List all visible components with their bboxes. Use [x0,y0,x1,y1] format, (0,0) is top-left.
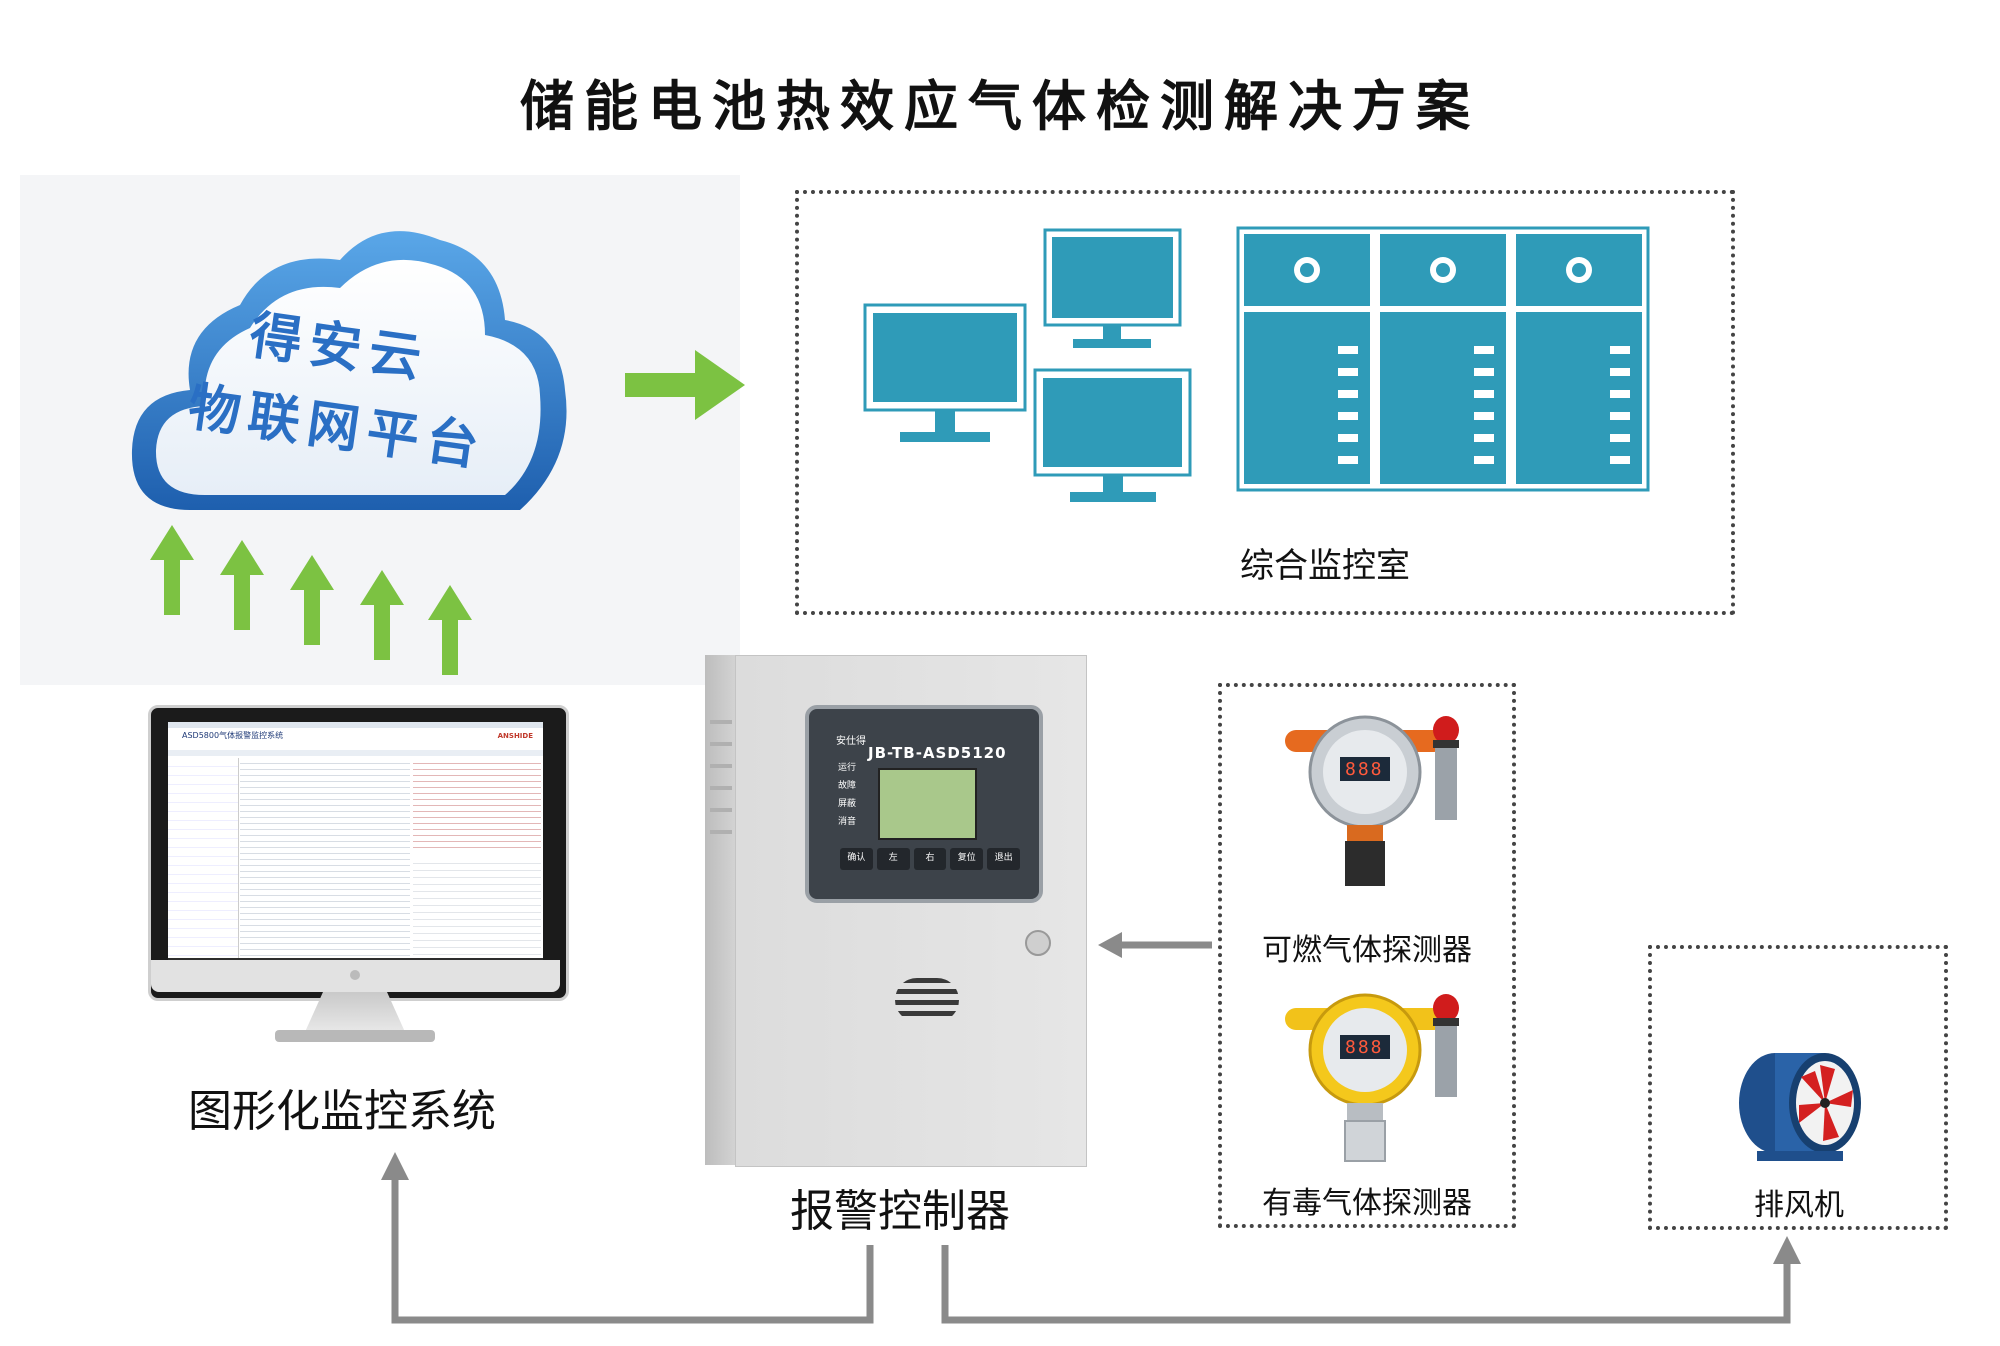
status-shield: 屏蔽 [838,799,857,809]
monitor-stand [305,992,405,1032]
cloud-icon [131,231,567,511]
combustible-display: 888 [1345,759,1384,780]
controller-model: JB-TB-ASD5120 [868,744,1007,762]
controller-lcd [878,768,977,840]
controller-label: 报警控制器 [790,1186,1010,1237]
arrow-right-icon [625,350,745,420]
software-screen: ASD5800气体报警监控系统 ANSHIDE [168,722,543,962]
button-exit[interactable]: 退出 [987,848,1020,870]
monitor-base [275,1030,435,1042]
controller-button-row: 确认 左 右 复位 退出 [840,848,1020,870]
controller-vents [710,720,732,850]
monitor-icon-2 [1043,228,1182,348]
toxic-detector-icon [1285,993,1459,1162]
monitor-icon-1 [863,303,1027,442]
exhaust-fan-icon [1739,1053,1861,1161]
controller-brand: 安仕得 [836,736,866,747]
controller-left-buttons: 运行 故障 屏蔽 消音 [838,760,874,840]
detectors-box [1218,683,1516,1228]
software-title: ASD5800气体报警监控系统 [182,731,284,740]
button-reset[interactable]: 复位 [950,848,984,870]
page-title: 储能电池热效应气体检测解决方案 [520,75,1480,138]
button-right[interactable]: 右 [913,848,947,870]
status-run: 运行 [838,763,857,773]
graphic-system-label: 图形化监控系统 [188,1086,496,1137]
monitor-room-box [795,190,1735,615]
status-mute: 消音 [838,817,857,827]
server-rack-icon [1236,226,1650,492]
monitor-power-dot [350,970,360,980]
monitor-icon-3 [1033,368,1192,502]
fan-box [1648,945,1948,1230]
combustible-detector-label: 可燃气体探测器 [1262,933,1472,968]
status-fault: 故障 [838,781,857,791]
software-brand: ANSHIDE [497,732,533,740]
controller-speaker [895,978,959,1022]
controller-keyhole [1025,930,1051,956]
toxic-detector-label: 有毒气体探测器 [1262,1186,1472,1221]
toxic-display: 888 [1345,1037,1384,1058]
fan-label: 排风机 [1754,1188,1844,1223]
button-confirm[interactable]: 确认 [840,848,873,870]
monitor-room-label: 综合监控室 [1240,546,1410,586]
button-left[interactable]: 左 [876,848,910,870]
combustible-detector-icon [1285,715,1459,886]
upload-arrows [150,525,472,675]
